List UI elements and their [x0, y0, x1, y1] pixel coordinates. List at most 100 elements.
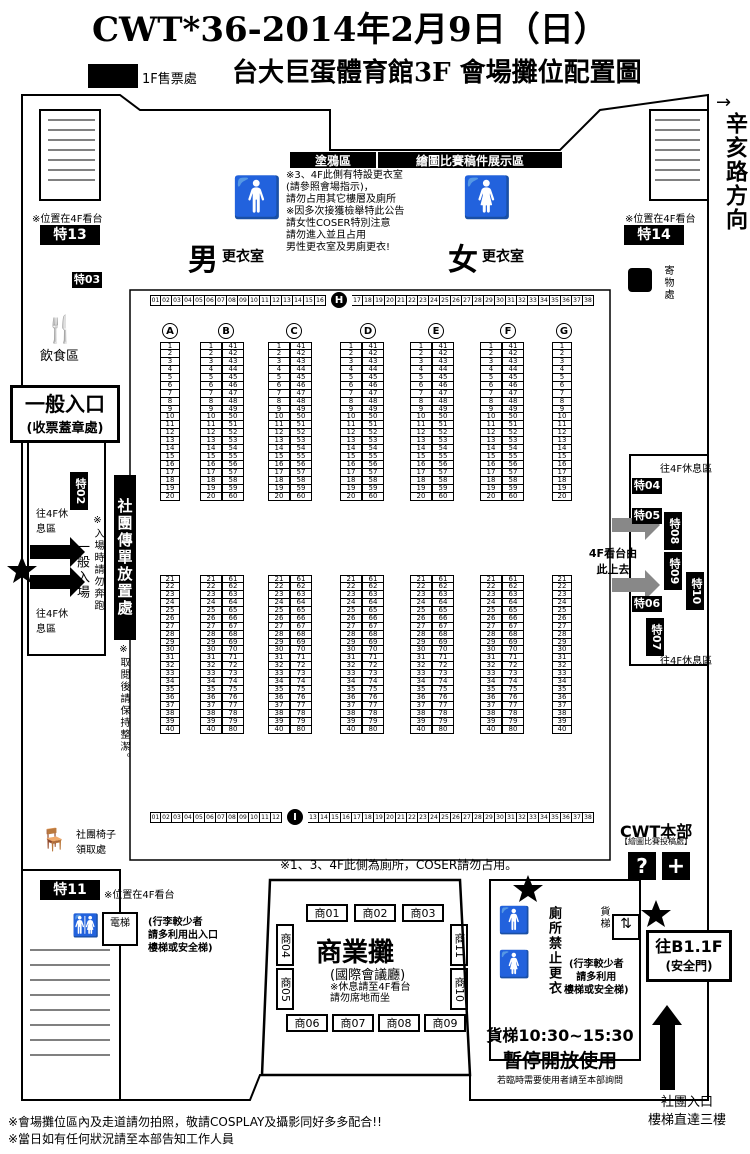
booth-cell: 44: [432, 365, 454, 374]
booth-cell: 19: [340, 484, 362, 493]
column-header: A: [162, 323, 178, 339]
booth-cell: 62: [290, 582, 312, 591]
booth-cell: 17: [268, 468, 290, 477]
booth-cell: 35: [552, 685, 572, 695]
booth-cell: 28: [552, 630, 572, 639]
booth-cell: 43: [432, 357, 454, 366]
booth-cell: 50: [290, 412, 312, 422]
booth-cell: 25: [340, 606, 362, 615]
footer-note: ※會場攤位區內及走道請勿拍照，敬請COSPLAY及攝影同好多多配合!!: [8, 1115, 382, 1129]
booth-cell: 34: [200, 677, 222, 687]
booth-cell: 76: [362, 693, 384, 702]
booth-cell: 7: [268, 389, 290, 398]
booth-cell: 50: [362, 412, 384, 422]
booth-cell: 52: [432, 428, 454, 438]
booth-cell: 11: [200, 420, 222, 430]
booth-cell: 6: [268, 381, 290, 390]
booth-cell: 66: [432, 614, 454, 623]
booth-cell: 31: [480, 653, 502, 663]
booth-cell: 18: [200, 476, 222, 485]
booth-cell: 45: [362, 373, 384, 382]
booth-cell: 34: [160, 677, 180, 687]
booth-cell: 65: [362, 606, 384, 615]
booth-cell: 6: [480, 381, 502, 390]
booth-cell: 71: [502, 653, 524, 663]
booth-cell: 35: [340, 685, 362, 695]
booth-cell: 35: [480, 685, 502, 695]
booth-cell: 79: [432, 717, 454, 726]
booth-cell: 17: [410, 468, 432, 477]
booth-cell: 25: [200, 606, 222, 615]
booth-cell: 37: [268, 701, 290, 710]
column-header: D: [360, 323, 376, 339]
booth-cell: 42: [502, 349, 524, 358]
booth-cell: 56: [432, 460, 454, 469]
booth-cell: 1: [160, 342, 180, 350]
booth-cell: 13: [552, 436, 572, 446]
booth-cell: 80: [432, 725, 454, 734]
column-header: I: [287, 809, 303, 825]
booth-cell: 23: [480, 590, 502, 599]
booth-cell: 62: [222, 582, 244, 591]
booth-cell: 61: [432, 575, 454, 583]
firstaid-icon: +: [662, 852, 690, 880]
booth-cell: 40: [480, 725, 502, 734]
booth-cell: 5: [340, 373, 362, 382]
club-entry: 社團入口: [661, 1095, 714, 1110]
booth-cell: 19: [480, 484, 502, 493]
booth-cell: 04: [183, 812, 194, 823]
booth-cell: 38: [552, 709, 572, 718]
booth-cell: 1: [200, 342, 222, 350]
booth-cell: 23: [418, 295, 429, 306]
booth-cell: 3: [410, 357, 432, 366]
booth-cell: 41: [432, 342, 454, 350]
booth-cell: 17: [352, 295, 363, 306]
booth-cell: 60: [362, 492, 384, 501]
booth-cell: 57: [502, 468, 524, 477]
booth-cell: 30: [552, 645, 572, 655]
booth-cell: 25: [160, 606, 180, 615]
pos-note: ※位置在4F看台: [104, 890, 175, 901]
booth-cell: 13: [268, 436, 290, 446]
booth-cell: 34: [552, 677, 572, 687]
booth-cell: 2: [160, 349, 180, 358]
booth-cell: 67: [432, 622, 454, 631]
booth-cell: 9: [552, 405, 572, 414]
booth-cell: 68: [362, 630, 384, 639]
special-06: 特06: [632, 596, 662, 612]
booth-cell: 60: [290, 492, 312, 501]
booth-cell: 79: [362, 717, 384, 726]
booth-cell: 51: [502, 420, 524, 430]
booth-cell: 70: [290, 645, 312, 655]
booth-cell: 62: [362, 582, 384, 591]
booth-cell: 55: [222, 452, 244, 462]
booth-cell: 28: [160, 630, 180, 639]
booth-cell: 05: [194, 295, 205, 306]
booth-cell: 22: [407, 295, 418, 306]
ticket-label: 1F售票處: [142, 72, 197, 87]
booth-cell: 26: [410, 614, 432, 623]
freight-notice-3: 若臨時需要使用者請至本部詢問: [496, 1076, 623, 1086]
booth-cell: 49: [502, 405, 524, 414]
booth-cell: 08: [227, 812, 238, 823]
booth-cell: 65: [432, 606, 454, 615]
booth-cell: 33: [480, 669, 502, 679]
booth-cell: 41: [290, 342, 312, 350]
booth-cell: 76: [290, 693, 312, 702]
booth-cell: 59: [362, 484, 384, 493]
booth-cell: 47: [432, 389, 454, 398]
booth-cell: 50: [222, 412, 244, 422]
booth-cell: 24: [429, 812, 440, 823]
booth-cell: 56: [222, 460, 244, 469]
notice-line: 請女性COSER特別注意: [286, 218, 391, 229]
booth-cell: 37: [410, 701, 432, 710]
booth-cell: 55: [362, 452, 384, 462]
booth-cell: 08: [227, 295, 238, 306]
booth-cell: 32: [552, 661, 572, 671]
booth-cell: 37: [480, 701, 502, 710]
booth-cell: 22: [407, 812, 418, 823]
booth-cell: 27: [340, 622, 362, 631]
booth-cell: 37: [160, 701, 180, 710]
booth-cell: 60: [432, 492, 454, 501]
booth-cell: 25: [480, 606, 502, 615]
